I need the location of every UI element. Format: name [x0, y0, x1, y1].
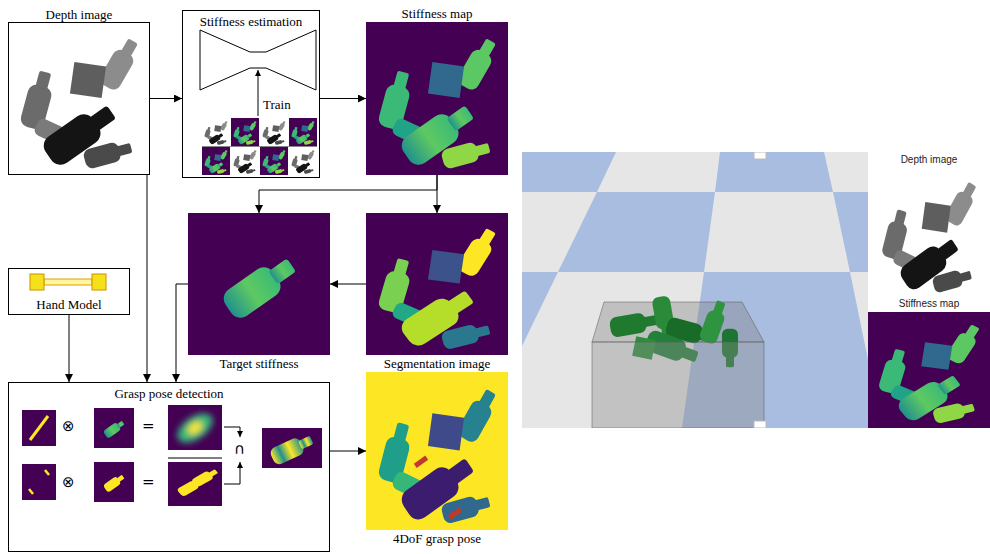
- flow-arrow: [147, 175, 148, 382]
- node-title: Grasp pose detection: [114, 386, 223, 401]
- segmentation-image: [366, 213, 508, 355]
- operator-symbol: ∩: [234, 441, 245, 458]
- depth-image: [8, 22, 150, 175]
- node-title: 4DoF grasp pose: [393, 531, 481, 546]
- image-panel: Segmentation image: [366, 213, 508, 355]
- flow-arrow: [437, 175, 438, 213]
- operator-symbol: ⊗: [62, 474, 75, 491]
- encoder-decoder: [200, 30, 316, 116]
- node-title: Segmentation image: [384, 356, 491, 371]
- flow-arrow: [69, 315, 70, 382]
- node-title: Hand Model: [36, 297, 101, 312]
- operator-symbol: ⊗: [62, 418, 75, 435]
- inset-label: Depth image: [868, 154, 990, 166]
- image-panel: Stiffness map: [366, 22, 508, 175]
- target-stiffness-image: [188, 213, 330, 355]
- flow-arrow: [176, 284, 188, 382]
- flow-arrow: [330, 284, 366, 285]
- image-panel: Depth image: [8, 22, 150, 175]
- process-box: Stiffness estimationTrain: [182, 10, 320, 178]
- node-title: Stiffness map: [402, 6, 473, 21]
- flow-arrow: [150, 98, 182, 99]
- flow-arrow: [320, 98, 366, 99]
- input-box: Hand Model: [8, 268, 130, 315]
- simulation-screenshot: [282, 152, 990, 428]
- operator-symbol: =: [142, 474, 155, 491]
- image-panel: Target stiffness: [188, 213, 330, 355]
- node-title: Target stiffness: [219, 356, 298, 371]
- hand-model-icon: [30, 274, 106, 290]
- node-note: Train: [263, 97, 291, 112]
- node-title: Depth image: [46, 7, 113, 22]
- inset-label: Stiffness map: [868, 298, 990, 310]
- training-thumbnails: [202, 118, 317, 175]
- image-panel: 4DoF grasp pose: [366, 372, 508, 530]
- flow-arrow: [259, 175, 437, 213]
- grasp-pose-image: [366, 372, 508, 530]
- stiffness-map: [366, 22, 508, 175]
- process-box: Grasp pose detection: [8, 382, 330, 552]
- grasp-detection-steps: [22, 405, 322, 506]
- operator-symbol: =: [142, 418, 155, 435]
- flow-arrow: [330, 451, 366, 452]
- node-title: Stiffness estimation: [200, 14, 303, 29]
